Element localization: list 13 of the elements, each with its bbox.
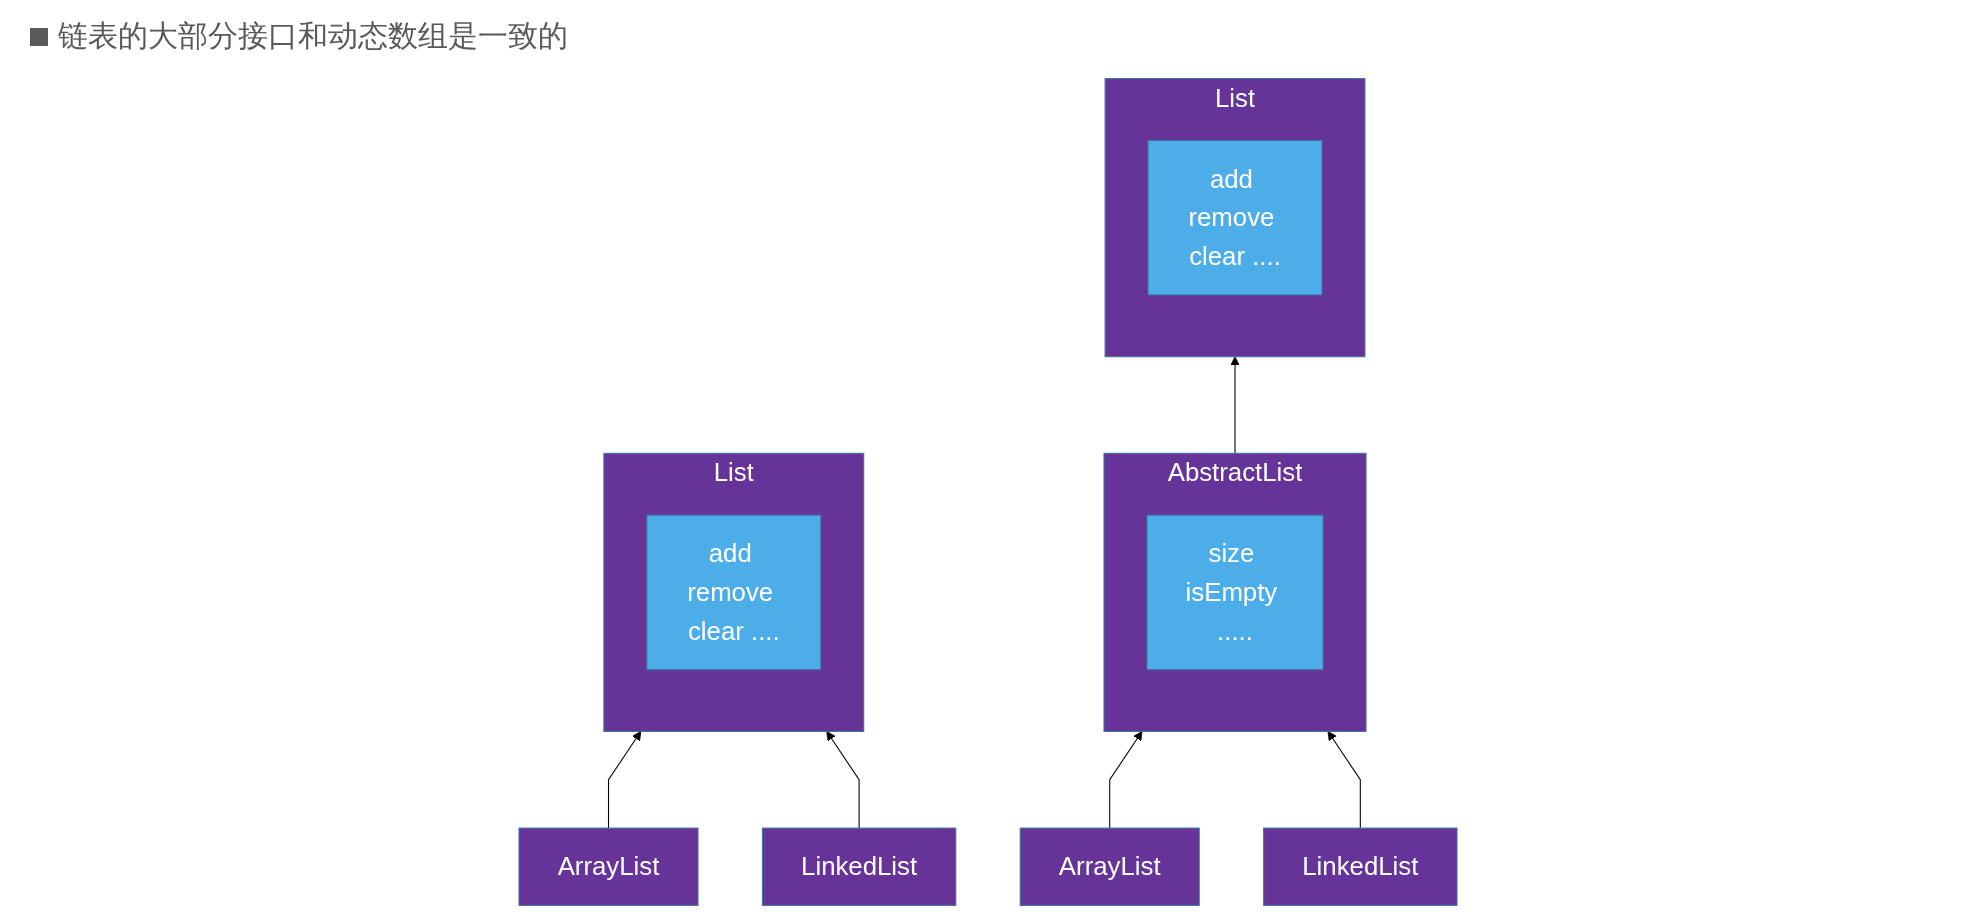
arrow [1230,356,1240,454]
node-box: add remove clear .... [646,514,822,671]
node-box: LinkedList [761,827,957,906]
arrow [1109,731,1143,829]
arrow [826,731,860,829]
node-box: size isEmpty ..... [1146,514,1324,671]
node-box: ArrayList [518,827,699,906]
node-box: LinkedList [1263,827,1458,906]
title: 链表的大部分接口和动态数组是一致的 [58,17,568,55]
arrow [607,731,642,829]
node-box: ArrayList [1019,827,1200,906]
node-box: add remove clear .... [1147,139,1323,296]
arrow [1327,731,1361,829]
